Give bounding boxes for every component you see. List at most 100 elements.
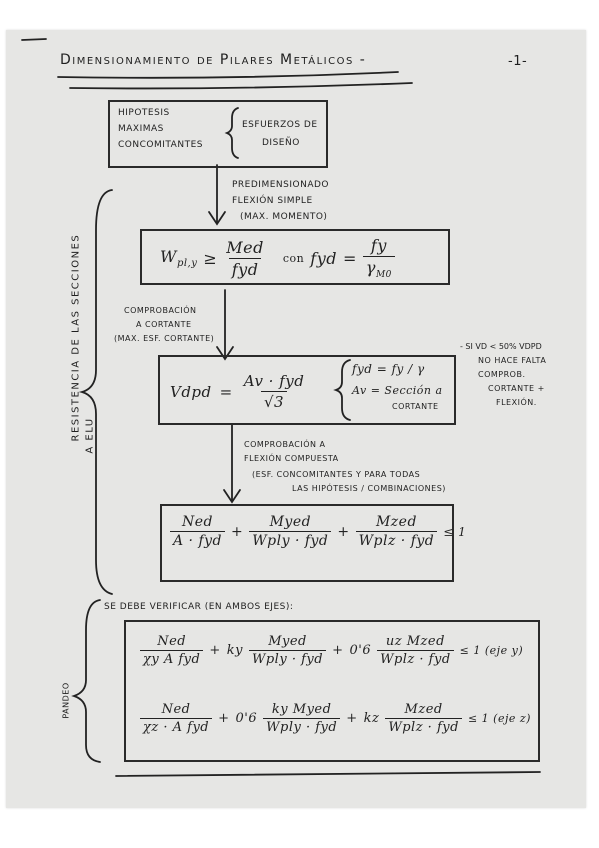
predim-fraction: Med fyd	[223, 238, 267, 279]
title-underline-2	[69, 82, 413, 90]
hypothesis-brace	[224, 107, 239, 159]
compound-plus-2: +	[337, 523, 350, 540]
shear-side-2: no hace falta	[478, 356, 547, 365]
b1-cond: ≤ 1 (eje y)	[459, 644, 524, 657]
compound-term-2: Myed Wply · fyd	[249, 514, 332, 549]
b2-t2-num: ky Myed	[271, 702, 332, 717]
hypothesis-line-1: Hipotesis	[118, 108, 170, 118]
b1-t1-den: χy A fyd	[140, 650, 204, 667]
compound-box	[160, 504, 454, 582]
b1-t1-num: Ned	[157, 634, 187, 649]
compound-t3-num: Mzed	[375, 514, 417, 530]
compound-t1-den: A · fyd	[170, 531, 226, 549]
predim-eq: =	[342, 248, 357, 268]
b2-cond: ≤ 1 (eje z)	[467, 712, 531, 725]
compound-t2-den: Wply · fyd	[249, 531, 332, 549]
corner-dash	[21, 38, 47, 41]
predim-geq: ≥	[203, 248, 218, 268]
predim-con: con	[282, 251, 305, 265]
b1-t2-den: Wply · fyd	[249, 650, 327, 667]
compound-plus-1: +	[231, 523, 244, 540]
shear-denominator: √3	[260, 391, 288, 411]
predim-note-3: (max. momento)	[240, 212, 328, 222]
predim-gamma-sub: M0	[375, 270, 392, 281]
shear-brace-line-3: cortante	[392, 402, 439, 411]
compound-leq: ≤ 1	[443, 524, 467, 539]
buckling-intro: Se debe verificar (en ambos ejes):	[104, 602, 294, 612]
b1-term-1: Ned χy A fyd	[140, 634, 204, 667]
predim-gamma: γ	[365, 258, 376, 277]
shear-note-2: a cortante	[136, 320, 192, 329]
page-title: Dimensionamiento de Pilares Metálicos -	[60, 52, 367, 68]
compound-note-4: las hipótesis / combinaciones)	[292, 484, 446, 493]
shear-side-1: - si Vd < 50% Vdpd	[460, 342, 542, 351]
predim-note-2: flexión simple	[232, 196, 313, 206]
hypothesis-box	[108, 100, 328, 168]
b1-term-3: uz Mzed Wplz · fyd	[377, 634, 454, 667]
compound-note-2: flexión compuesta	[244, 454, 339, 463]
compound-term-3: Mzed Wplz · fyd	[355, 514, 438, 549]
shear-eq: =	[219, 382, 233, 401]
b2-coef: 0'6	[235, 711, 258, 726]
compound-note-3: (esf. concomitantes y para todas	[252, 470, 421, 479]
b2-t2-den: Wply · fyd	[263, 718, 341, 735]
notebook-page	[6, 30, 586, 808]
b1-t3-den: Wplz · fyd	[377, 650, 454, 667]
b2-t3-den: Wplz · fyd	[385, 718, 462, 735]
shear-brace-line-2: Av = Sección a	[352, 384, 443, 397]
hypothesis-line-3: concomitantes	[118, 140, 203, 150]
compound-formula: Ned A · fyd + Myed Wply · fyd + Mzed Wpl…	[170, 514, 466, 549]
predim-lhs-sub: pl,y	[176, 258, 198, 270]
predim-formula: Wpl,y ≥ Med fyd con fyd = fy γM0	[160, 236, 395, 280]
hypothesis-line-2: maximas	[118, 124, 164, 134]
shear-formula: Vdpd = Av · fyd √3	[170, 372, 307, 411]
compound-note-1: Comprobación a	[244, 440, 326, 449]
predim-denominator: fyd	[228, 257, 262, 279]
shear-note-1: Comprobación	[124, 306, 197, 315]
b1-ky: ky	[226, 643, 243, 658]
b1-term-2: Myed Wply · fyd	[249, 634, 327, 667]
shear-fraction: Av · fyd √3	[241, 372, 308, 411]
b2-t1-den: χz · A fyd	[140, 718, 213, 735]
shear-brace-line-1: fyd = fy / γ	[352, 362, 425, 376]
buckling-row-1: Ned χy A fyd + ky Myed Wply · fyd + 0'6 …	[140, 634, 523, 667]
compound-t2-num: Myed	[269, 514, 312, 530]
buckling-brace	[71, 599, 101, 763]
bottom-rule	[115, 771, 541, 777]
predim-fy: fy	[370, 236, 387, 255]
b2-t1-num: Ned	[161, 702, 191, 717]
buckling-label: Pandeo	[61, 682, 71, 719]
b2-t3-num: Mzed	[404, 702, 443, 717]
resistance-label: Resistencia de las secciones	[70, 233, 82, 442]
predim-note-1: Predimensionado	[232, 180, 329, 190]
b2-term-2: ky Myed Wply · fyd	[263, 702, 341, 735]
predim-lhs: W	[160, 247, 177, 266]
shear-side-4: cortante +	[488, 384, 545, 393]
shear-side-5: flexión.	[496, 398, 537, 407]
compound-term-1: Ned A · fyd	[170, 514, 226, 549]
shear-note-3: (max. esf. cortante)	[114, 334, 215, 343]
title-underline-1	[57, 71, 399, 79]
b2-kz: kz	[363, 711, 380, 726]
buckling-box	[124, 620, 540, 762]
b1-t3-num: uz Mzed	[385, 634, 445, 649]
b1-t2-num: Myed	[268, 634, 307, 649]
b1-coef: 0'6	[349, 643, 372, 658]
b2-term-3: Mzed Wplz · fyd	[385, 702, 462, 735]
predim-fy-fraction: fy γM0	[362, 236, 395, 281]
shear-brace	[333, 359, 351, 421]
shear-lhs: Vdpd	[170, 382, 212, 401]
page-number: -1-	[508, 54, 528, 69]
resistance-brace	[78, 189, 113, 595]
elu-label: a ELU	[84, 417, 96, 454]
predim-numerator: Med	[226, 237, 264, 257]
compound-t1-num: Ned	[182, 514, 213, 530]
predim-box	[140, 229, 450, 285]
buckling-row-2: Ned χz · A fyd + 0'6 ky Myed Wply · fyd …	[140, 702, 531, 735]
b2-term-1: Ned χz · A fyd	[140, 702, 213, 735]
design-efforts-line-2: diseño	[262, 138, 300, 148]
shear-numerator: Av · fyd	[243, 372, 305, 390]
design-efforts-line-1: esfuerzos de	[242, 120, 318, 130]
shear-side-3: comprob.	[478, 370, 526, 379]
